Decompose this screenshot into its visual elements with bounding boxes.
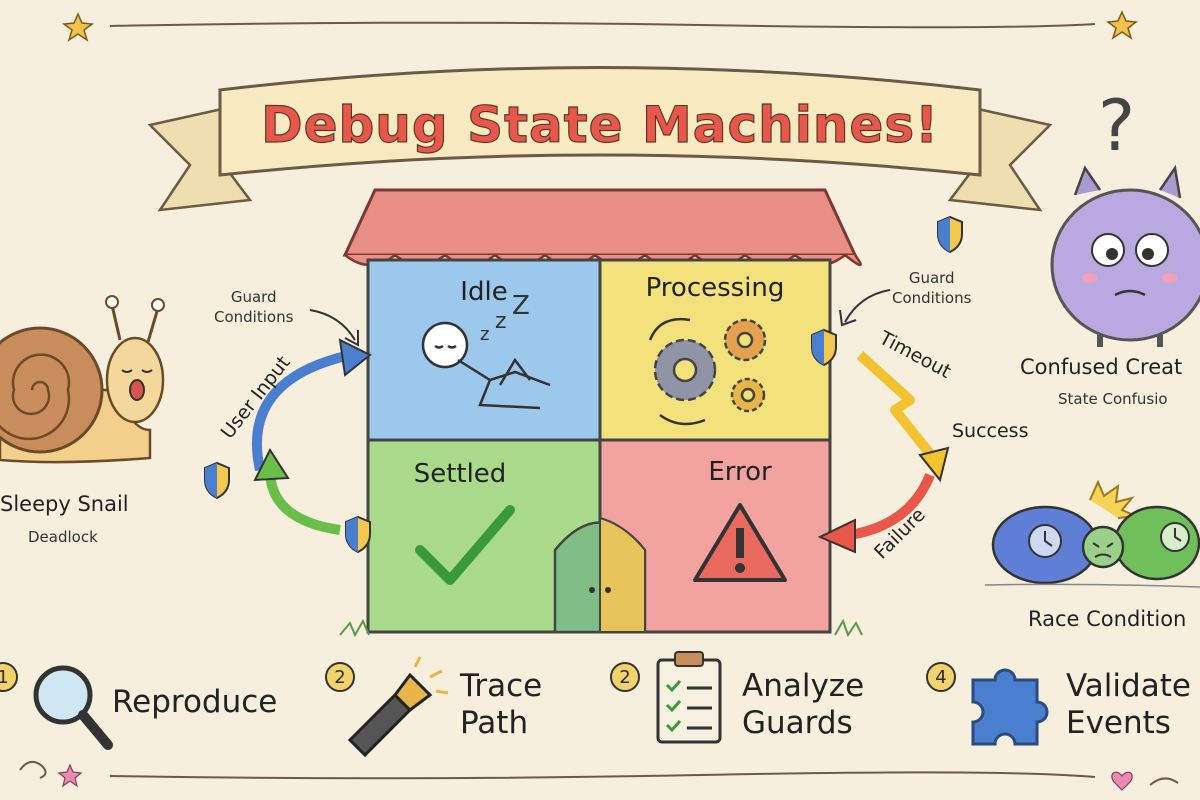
user-input-arrowhead: [338, 338, 372, 377]
step-2-number: 2: [325, 662, 355, 692]
transition-success: Success: [952, 420, 1029, 442]
state-error-label: Error: [708, 457, 772, 487]
failure-arrow: [849, 473, 935, 540]
settled-loop-arrowhead: [253, 447, 290, 482]
turtles-issue: Race Condition: [1028, 607, 1187, 631]
question-mark-icon: ?: [1098, 85, 1135, 167]
step-4-number: 4: [926, 662, 956, 692]
step-1-label-line: Reproduce: [112, 684, 278, 720]
step-4-label-line: Validate: [1066, 668, 1191, 704]
clipboard-icon: [656, 651, 722, 744]
turtles-illustration: [984, 479, 1200, 588]
step-4-label-line: Events: [1066, 705, 1171, 741]
grass-decor: [339, 618, 863, 638]
state-machine-house: Idle Processing Settled Error z z Z: [339, 188, 863, 638]
timeout-bolt-arrowhead: [918, 446, 950, 483]
guard-note-left-line: Guard: [230, 288, 277, 306]
shield-icon: [811, 328, 837, 367]
snail-name: Sleepy Snail: [0, 492, 129, 516]
top-frame-line: [109, 21, 1096, 29]
snail-illustration: [0, 295, 165, 464]
user-input-arrow: [251, 350, 352, 472]
step-3-label-line: Analyze: [742, 668, 865, 704]
creature-issue: State Confusio: [1058, 390, 1168, 408]
creature-name: Confused Creat: [1020, 355, 1183, 379]
guard-note-right-line: Guard: [908, 269, 955, 287]
warning-icon: [693, 503, 787, 582]
guard-note-left-pointer: [309, 309, 359, 347]
guard-note-right-pointer: [839, 289, 891, 327]
puzzle-icon: [971, 668, 1049, 746]
step-3-label: Analyze Guards: [742, 668, 864, 742]
timeout-label-wrap: Timeout: [875, 327, 955, 383]
right-transition-arrows: [817, 351, 950, 554]
collision-burst-icon: [1089, 479, 1140, 519]
step-2-label-line: Path: [460, 705, 529, 741]
svg-text:z: z: [495, 309, 507, 334]
step-1-label: Reproduce: [112, 684, 277, 721]
banner-ribbon: [218, 66, 982, 177]
shield-icon: [345, 515, 371, 554]
guard-note-left-line: Conditions: [214, 308, 294, 326]
user-input-label-wrap: User Input: [217, 352, 295, 443]
step-2-label-line: Trace: [460, 668, 543, 704]
state-idle-label: Idle: [460, 277, 507, 307]
flashlight-icon: [347, 656, 449, 758]
svg-text:z: z: [480, 324, 489, 345]
star-icon: [1106, 10, 1138, 40]
star-icon: [62, 12, 94, 42]
state-processing-label: Processing: [646, 273, 785, 303]
shield-icon: [204, 461, 230, 500]
failure-arrowhead: [817, 518, 856, 554]
swirl-decor: [1149, 777, 1179, 786]
settled-loop-arrow: [265, 469, 341, 535]
gears-icon: [648, 317, 767, 426]
step-2-label: Trace Path: [460, 668, 542, 742]
heart-icon: [1111, 771, 1133, 791]
house-door: [553, 516, 647, 634]
bottom-frame-line: [109, 771, 1096, 780]
failure-label-wrap: Failure: [870, 504, 930, 564]
checkmark-icon: [415, 505, 515, 585]
page-title: Debug State Machines!: [261, 96, 939, 154]
step-3-number: 2: [610, 662, 640, 692]
title-banner: Debug State Machines!: [147, 66, 1053, 212]
step-3-label-line: Guards: [742, 705, 853, 741]
left-transition-arrows: [251, 338, 372, 535]
turtle-head: [1081, 525, 1125, 569]
sleeping-figure-icon: z z Z: [421, 291, 551, 410]
shield-icon: [937, 215, 963, 254]
guard-note-right: Guard Conditions: [892, 268, 971, 308]
creature-horns: [1073, 164, 1182, 199]
timeout-bolt-arrow: [856, 351, 939, 464]
creature-illustration: ?: [1050, 85, 1200, 347]
state-idle: [366, 258, 602, 442]
magnifier-icon: [33, 665, 113, 750]
guard-note-right-line: Conditions: [892, 289, 972, 307]
star-icon: [57, 763, 83, 788]
state-settled-label: Settled: [414, 459, 507, 489]
creature-body: [1050, 188, 1200, 342]
state-processing: [598, 258, 832, 442]
swirl-decor: [19, 760, 47, 779]
snail-issue: Deadlock: [28, 528, 98, 546]
guard-note-left: Guard Conditions: [214, 287, 293, 327]
step-4-label: Validate Events: [1066, 668, 1191, 742]
svg-text:Z: Z: [512, 291, 530, 321]
